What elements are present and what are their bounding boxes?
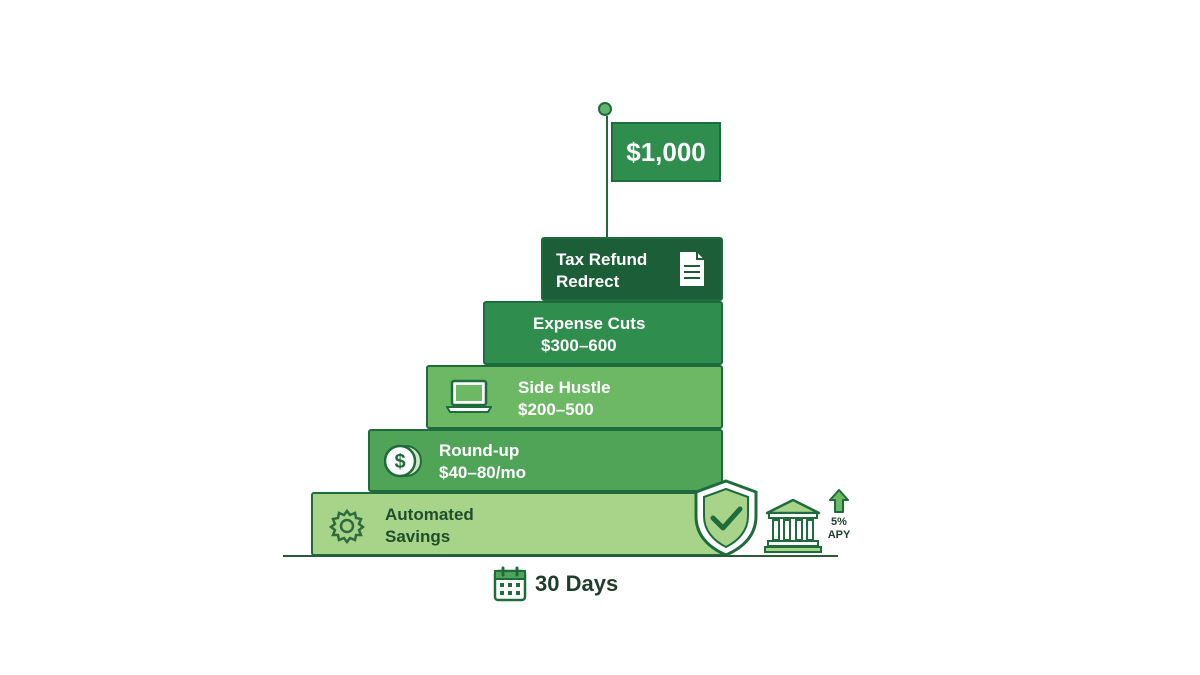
step-expense-cuts: Expense Cuts $300–600 — [483, 301, 723, 365]
step-tax-refund: Tax Refund Redrect — [541, 237, 723, 301]
step-title: Automated — [385, 505, 474, 524]
document-icon — [678, 250, 706, 288]
goal-flag: $1,000 — [611, 122, 721, 182]
apy-badge: 5% APY — [826, 516, 852, 542]
step-automated-savings: Automated Savings — [311, 492, 723, 556]
apy-rate: 5% — [831, 516, 847, 528]
arrow-up-icon — [829, 489, 849, 513]
apy-label: APY — [827, 529, 851, 541]
step-title: Expense Cuts — [533, 314, 646, 333]
laptop-icon — [446, 379, 492, 413]
step-title: Side Hustle — [518, 378, 611, 397]
step-round-up: $ Round-up $40–80/mo — [368, 429, 723, 492]
ground-line — [283, 555, 838, 557]
timeline-label: 30 Days — [493, 566, 618, 602]
step-subtitle: Redrect — [556, 272, 620, 291]
flagpole — [606, 116, 608, 238]
shield-check-icon — [694, 479, 758, 557]
step-subtitle: $200–500 — [518, 400, 594, 419]
step-subtitle: Savings — [385, 527, 451, 546]
gear-icon — [329, 508, 365, 544]
step-title: Tax Refund — [556, 250, 648, 269]
timeline-text: 30 Days — [535, 571, 619, 596]
flagpole-finial — [598, 102, 612, 116]
goal-amount: $1,000 — [626, 137, 706, 167]
step-title: Round-up — [439, 441, 520, 460]
calendar-icon — [493, 566, 527, 602]
step-side-hustle: Side Hustle $200–500 — [426, 365, 723, 429]
step-subtitle: $40–80/mo — [439, 463, 526, 482]
step-subtitle: $300–600 — [541, 336, 617, 355]
dollar-coin-icon: $ — [384, 444, 422, 478]
bank-icon — [764, 498, 822, 553]
svg-text:$: $ — [394, 451, 405, 473]
